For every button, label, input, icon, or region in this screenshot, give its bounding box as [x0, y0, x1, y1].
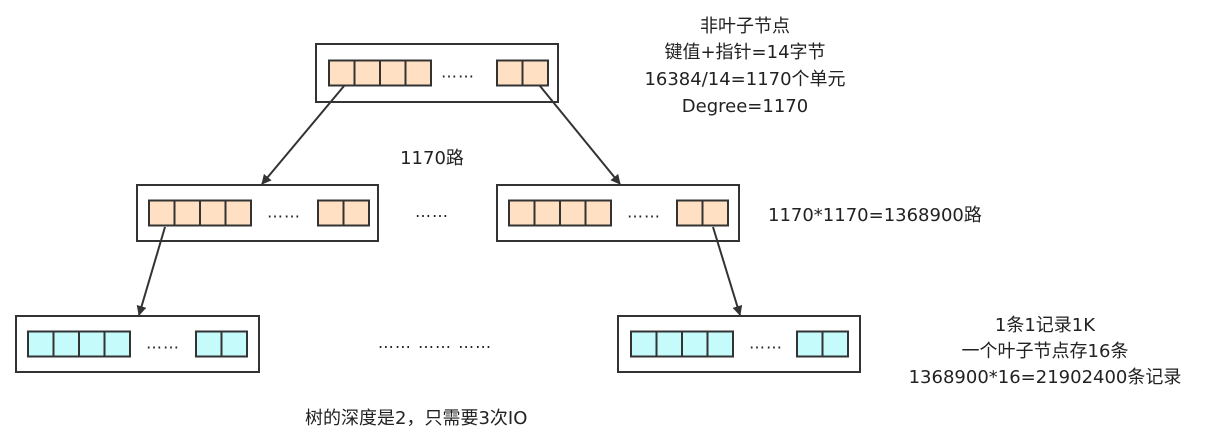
key-cell — [342, 199, 370, 227]
leaf-record-size: 1条1记录1K — [995, 315, 1096, 336]
non-leaf-degree: Degree=1170 — [682, 96, 808, 117]
middle-ellipsis: …… — [415, 202, 449, 221]
key-cell — [508, 199, 536, 227]
key-cell — [533, 199, 561, 227]
key-cell — [220, 330, 248, 358]
key-cell — [353, 59, 381, 87]
key-cell — [655, 330, 683, 358]
key-cell — [224, 199, 252, 227]
key-cell — [676, 199, 704, 227]
internal-node-left: …… — [136, 184, 379, 242]
key-cell — [27, 330, 55, 358]
cell-ellipsis: …… — [627, 203, 661, 222]
arrow-root-to-right — [539, 85, 621, 185]
non-leaf-title: 非叶子节点 — [700, 16, 790, 37]
key-cell — [52, 330, 80, 358]
cell-ellipsis: …… — [267, 203, 301, 222]
key-cell — [496, 59, 524, 87]
internal-node-right: …… — [496, 184, 740, 242]
key-cell — [103, 330, 131, 358]
leaf-level-ellipsis: …… …… …… — [378, 333, 492, 352]
key-cell — [701, 199, 729, 227]
key-cell — [404, 59, 432, 87]
level2-paths: 1170*1170=1368900路 — [768, 205, 982, 226]
key-cell — [630, 330, 658, 358]
key-cell — [78, 330, 106, 358]
key-cell — [584, 199, 612, 227]
cell-ellipsis: …… — [146, 334, 180, 353]
root-node: …… — [315, 43, 559, 103]
key-cell — [821, 330, 849, 358]
non-leaf-size: 键值+指针=14字节 — [664, 42, 825, 63]
key-cell — [317, 199, 345, 227]
key-cell — [706, 330, 734, 358]
depth-note: 树的深度是2，只需要3次IO — [305, 408, 527, 429]
key-cell — [195, 330, 223, 358]
key-cell — [199, 199, 227, 227]
arrow-right-to-leaf — [712, 226, 743, 316]
key-cell — [379, 59, 407, 87]
arrow-root-to-left — [261, 85, 345, 185]
non-leaf-units: 16384/14=1170个单元 — [644, 69, 845, 90]
level1-paths: 1170路 — [400, 148, 464, 169]
key-cell — [173, 199, 201, 227]
arrow-left-to-leaf — [136, 226, 166, 316]
key-cell — [681, 330, 709, 358]
key-cell — [559, 199, 587, 227]
leaf-capacity: 一个叶子节点存16条 — [962, 341, 1129, 362]
key-cell — [328, 59, 356, 87]
leaf-node-left: …… — [15, 315, 260, 373]
key-cell — [796, 330, 824, 358]
leaf-total-records: 1368900*16=21902400条记录 — [909, 367, 1182, 388]
key-cell — [521, 59, 549, 87]
leaf-node-right: …… — [617, 315, 861, 373]
cell-ellipsis: …… — [441, 63, 475, 82]
cell-ellipsis: …… — [749, 334, 783, 353]
key-cell — [148, 199, 176, 227]
